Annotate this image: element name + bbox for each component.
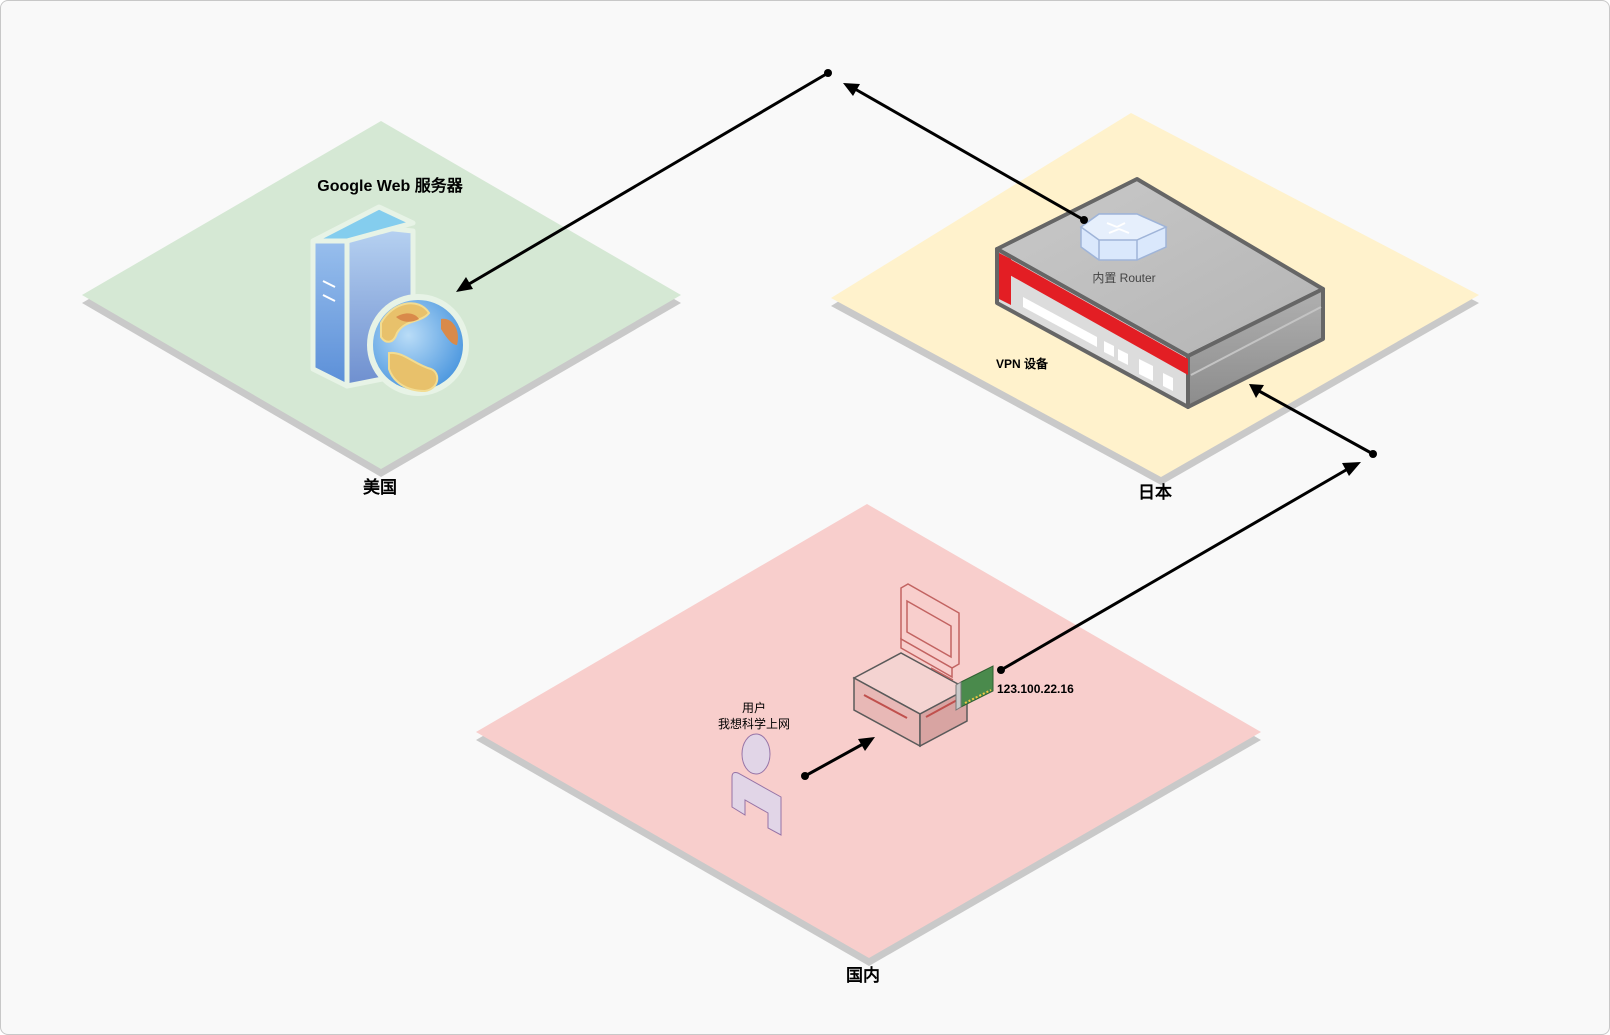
connector-relay-to-vpn bbox=[1249, 384, 1377, 458]
router-label: 内置 Router bbox=[1092, 271, 1155, 285]
connector-relay-to-server bbox=[456, 69, 832, 292]
router-icon bbox=[1079, 213, 1168, 261]
domestic-region bbox=[476, 504, 1261, 966]
globe-icon bbox=[367, 294, 469, 396]
user-label-line2: 我想科学上网 bbox=[718, 716, 790, 731]
usa-region-label: 美国 bbox=[363, 477, 397, 497]
web-server-label: Google Web 服务器 bbox=[317, 176, 463, 195]
vpn-device-label: VPN 设备 bbox=[996, 356, 1049, 371]
user-icon bbox=[731, 733, 782, 836]
computer-icon bbox=[852, 583, 969, 748]
japan-region-label: 日本 bbox=[1138, 482, 1172, 502]
user-label-line1: 用户 bbox=[742, 700, 766, 715]
connector-router-to-relay bbox=[843, 83, 1088, 224]
vpn-device-icon bbox=[995, 177, 1325, 409]
connector-computer-to-relay bbox=[997, 462, 1361, 674]
ip-address-label: 123.100.22.16 bbox=[997, 682, 1074, 696]
connector-user-to-computer bbox=[801, 737, 875, 780]
network-card-icon bbox=[955, 665, 994, 711]
domestic-region-label: 国内 bbox=[846, 965, 880, 985]
